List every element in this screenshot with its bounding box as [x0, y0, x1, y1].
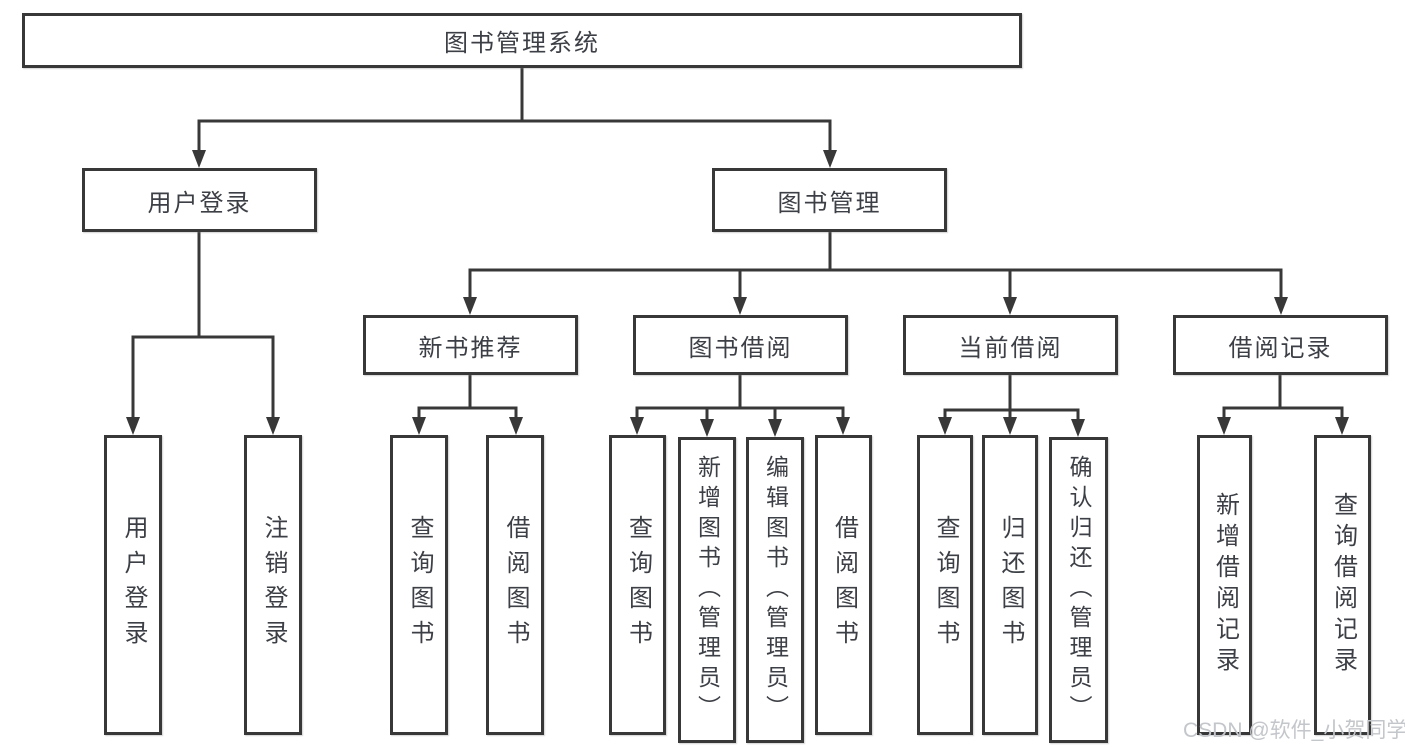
leaf-query-books-current: 查询图书 — [917, 435, 973, 735]
arrow-down-icons-user-login — [126, 417, 280, 435]
connector-user-login-to-leaves — [131, 232, 275, 419]
watermark-text: CSDN @软件_小贺同学 — [1183, 719, 1405, 742]
node-root: 图书管理系统 — [22, 13, 1022, 68]
leaf-label: 归还图书 — [997, 515, 1024, 655]
node-label: 借阅记录 — [1228, 334, 1333, 362]
leaf-label: 注销登录 — [260, 515, 287, 655]
node-label: 当前借阅 — [958, 334, 1063, 362]
leaf-borrow-books-recommend: 借阅图书 — [486, 435, 544, 735]
leaf-return-book: 归还图书 — [982, 435, 1038, 735]
connector-current-borrow-to-leaves — [943, 375, 1080, 421]
leaf-label: 查询图书 — [932, 515, 959, 655]
arrow-down-icons-level2 — [192, 150, 837, 168]
node-label: 图书借阅 — [688, 334, 793, 362]
leaf-label: 查询借阅记录 — [1329, 492, 1357, 678]
leaf-label: 编辑图书（管理员） — [762, 455, 789, 725]
connector-book-mgmt-to-level3 — [468, 232, 1283, 299]
leaf-borrow-books: 借阅图书 — [815, 435, 872, 735]
connector-root-to-level2 — [197, 68, 832, 152]
node-new-book-recommend: 新书推荐 — [363, 315, 578, 375]
leaf-label: 用户登录 — [120, 515, 147, 655]
arrow-down-icons-book-borrow — [630, 417, 850, 437]
arrow-down-icons-level3 — [463, 297, 1288, 315]
node-user-login: 用户登录 — [82, 168, 317, 232]
node-book-management: 图书管理 — [712, 168, 947, 232]
leaf-label: 查询图书 — [624, 515, 652, 655]
connector-book-borrow-to-leaves — [635, 375, 845, 421]
leaf-label: 新增借阅记录 — [1211, 492, 1239, 678]
leaf-label: 借阅图书 — [502, 515, 529, 655]
node-borrow-record: 借阅记录 — [1173, 315, 1388, 375]
leaf-label: 借阅图书 — [830, 515, 858, 655]
leaf-label: 查询图书 — [406, 515, 433, 655]
leaf-query-books-borrow: 查询图书 — [609, 435, 666, 735]
leaf-query-borrow-record: 查询借阅记录 — [1314, 435, 1371, 735]
node-book-borrow: 图书借阅 — [633, 315, 848, 375]
leaf-confirm-return-admin: 确认归还（管理员） — [1049, 437, 1108, 743]
node-label: 用户登录 — [147, 189, 252, 217]
connector-borrow-record-to-leaves — [1222, 375, 1344, 419]
leaf-add-book-admin: 新增图书（管理员） — [678, 437, 736, 743]
leaf-add-borrow-record: 新增借阅记录 — [1197, 435, 1252, 735]
leaf-query-books-recommend: 查询图书 — [390, 435, 448, 735]
arrow-down-icons-current-borrow — [938, 417, 1085, 437]
arrow-down-icons-borrow-record — [1217, 417, 1349, 435]
leaf-user-login: 用户登录 — [104, 435, 162, 735]
node-current-borrow: 当前借阅 — [903, 315, 1118, 375]
node-label: 图书管理系统 — [444, 30, 600, 57]
leaf-label: 确认归还（管理员） — [1066, 455, 1092, 725]
node-label: 图书管理 — [777, 189, 882, 217]
leaf-label: 新增图书（管理员） — [694, 455, 721, 725]
node-label: 新书推荐 — [418, 334, 523, 362]
leaf-edit-book-admin: 编辑图书（管理员） — [746, 437, 804, 743]
leaf-logout: 注销登录 — [244, 435, 302, 735]
arrow-down-icons-new-book — [412, 417, 523, 435]
connector-new-book-to-leaves — [417, 375, 518, 419]
